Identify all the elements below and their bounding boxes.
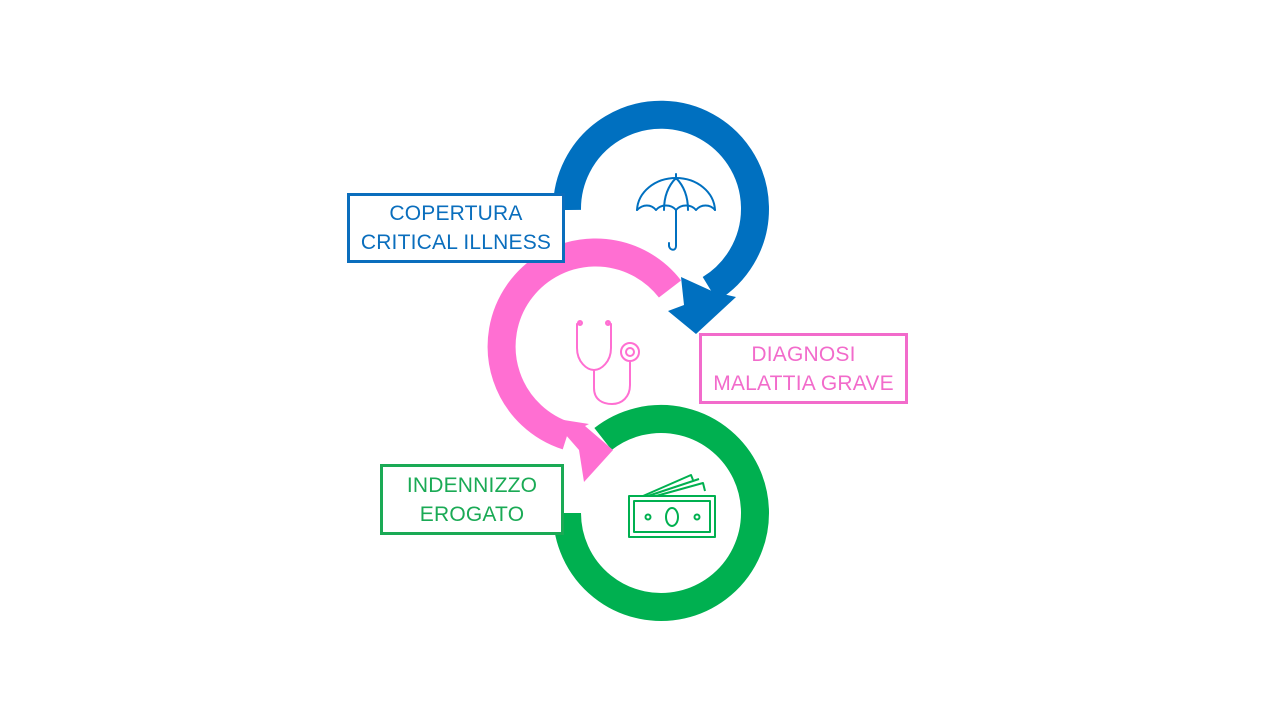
label-payout-line-2: EROGATO [419,502,525,526]
stethoscope-icon [576,320,640,405]
ring-payout-arc [553,404,769,621]
ring-coverage [552,100,769,334]
label-coverage-line-2: CRITICAL ILLNESS [360,231,552,254]
ring-payout [553,404,769,621]
money-icon [628,474,716,538]
ring-diagnosis-arc [487,238,682,450]
arrow-head-blue [668,277,736,334]
label-coverage-line-1: COPERTURA [389,202,523,225]
umbrella-icon [636,173,716,251]
label-diagnosis-line-1: DIAGNOSI [751,342,856,366]
label-coverage: COPERTURA CRITICAL ILLNESS [347,193,565,263]
label-diagnosis: DIAGNOSI MALATTIA GRAVE [699,333,908,404]
ring-coverage-arc [552,100,769,301]
label-diagnosis-line-2: MALATTIA GRAVE [713,371,894,395]
label-payout: INDENNIZZO EROGATO [380,464,564,535]
label-payout-line-1: INDENNIZZO [406,473,538,497]
arrow-head-pink [551,418,613,482]
ring-diagnosis [487,238,682,482]
